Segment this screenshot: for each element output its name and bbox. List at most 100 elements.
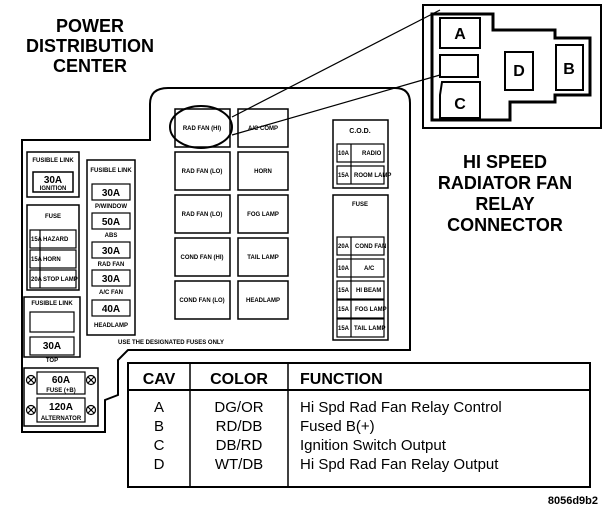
connector-title-line3: RELAY <box>475 194 535 214</box>
relay-box-5 <box>174 280 231 320</box>
fusible-link-1-fuse <box>32 171 74 193</box>
relay-box-7 <box>237 151 289 191</box>
fl-center-name-1: P/WINDOW <box>95 204 127 210</box>
fuse-left-name-1: HAZARD <box>43 237 69 243</box>
figure-id: 8056d9b2 <box>548 495 598 507</box>
fuse-left-name-2: HORN <box>43 257 61 263</box>
cod-header: C.O.D. <box>349 128 370 135</box>
highlight-circle <box>169 105 233 149</box>
table-color-2: RD/DB <box>216 418 263 435</box>
relay-box-8 <box>237 194 289 234</box>
relay-label-2: RAD FAN (LO) <box>182 169 223 175</box>
bottom-fuse-name-1: FUSE (+B) <box>46 388 76 394</box>
fuse-left-amp-1: 15A <box>31 237 43 243</box>
fuse-note: USE THE DESIGNATED FUSES ONLY <box>118 340 224 346</box>
cavity-c-label: C <box>454 96 466 113</box>
fuse-right-amp-4: 15A <box>338 307 350 313</box>
cod-name-2: ROOM LAMP <box>354 173 391 179</box>
table-cav-1: A <box>154 399 164 416</box>
bottom-fuse-box <box>23 367 99 427</box>
fl-center-name-3: RAD FAN <box>98 262 125 268</box>
relay-box-4 <box>174 237 231 277</box>
pdc-title-line3: CENTER <box>52 56 127 76</box>
table-color-3: DB/RD <box>216 437 263 454</box>
connector-title-line2: RADIATOR FAN <box>437 173 573 193</box>
fuse-right-name-3: HI BEAM <box>356 288 381 294</box>
fuse-right-amp-3: 15A <box>338 288 350 294</box>
cod-name-1: RADIO <box>362 151 382 157</box>
cavity-d-label: D <box>513 63 525 80</box>
fusible-link-2-amp: 30A <box>43 341 61 352</box>
cavity-b-label: B <box>563 61 575 78</box>
fuse-left-amp-3: 20A <box>31 277 43 283</box>
relay-label-9: TAIL LAMP <box>247 255 278 261</box>
pdc-title-line2: DISTRIBUTION <box>26 36 154 56</box>
fuse-block-right-header: FUSE <box>352 202 368 208</box>
cod-box <box>332 119 389 189</box>
relay-box-1 <box>174 108 231 148</box>
fusible-link-1-box <box>26 151 80 198</box>
table-function-1: Hi Spd Rad Fan Relay Control <box>300 399 502 416</box>
relay-box-6 <box>237 108 289 148</box>
table-cav-3: C <box>154 437 165 454</box>
connector-title: HI SPEED RADIATOR FAN RELAY CONNECTOR <box>420 152 590 236</box>
cavity-d <box>504 51 534 91</box>
table-cav-2: B <box>154 418 164 435</box>
table-header-cav: CAV <box>143 371 176 388</box>
relay-label-4: COND FAN (HI) <box>181 255 224 261</box>
pdc-title: POWER DISTRIBUTION CENTER <box>15 16 165 76</box>
pointer-line-1 <box>231 9 441 118</box>
fuse-right-name-1: COND FAN <box>355 244 386 250</box>
bottom-fuse-name-2: ALTERNATOR <box>41 416 82 422</box>
table-function-4: Hi Spd Rad Fan Relay Output <box>300 456 499 473</box>
fusible-link-2-fuse <box>29 336 75 356</box>
fusible-link-1-header: FUSIBLE LINK <box>32 158 74 164</box>
fl-center-name-4: A/C FAN <box>99 290 123 296</box>
fl-center-amp-3: 30A <box>102 246 120 257</box>
fl-center-amp-2: 50A <box>102 217 120 228</box>
relay-box-9 <box>237 237 289 277</box>
fl-center-name-2: ABS <box>105 233 118 239</box>
relay-label-10: HEADLAMP <box>246 298 280 304</box>
cod-amp-1: 10A <box>338 151 350 157</box>
fuse-left-row-1 <box>29 229 77 249</box>
table-frame <box>127 362 591 488</box>
bottom-fuse-amp-2: 120A <box>49 402 73 413</box>
bottom-fuse-amp-1: 60A <box>52 375 70 386</box>
fusible-link-2-name: TOP <box>46 358 58 364</box>
cavity-a-label: A <box>454 26 466 43</box>
relay-box-2 <box>174 151 231 191</box>
fuse-right-name-5: TAIL LAMP <box>354 326 385 332</box>
pdc-outline <box>21 87 411 433</box>
pointer-line-2 <box>231 74 441 136</box>
connector-title-line4: CONNECTOR <box>447 215 563 235</box>
fusible-link-2-slot <box>29 311 75 333</box>
fuse-left-row-3 <box>29 269 77 289</box>
fuse-right-name-2: A/C <box>364 266 375 272</box>
relay-label-8: FOG LAMP <box>247 212 279 218</box>
cavity-c <box>439 81 481 119</box>
connector-frame <box>422 4 602 129</box>
fuse-right-amp-5: 15A <box>338 326 350 332</box>
fl-center-amp-5: 40A <box>102 304 120 315</box>
fuse-left-amp-2: 15A <box>31 257 43 263</box>
fuse-block-left-header: FUSE <box>45 214 61 220</box>
connector-body <box>430 12 592 122</box>
fuse-right-name-4: FOG LAMP <box>355 307 387 313</box>
relay-label-7: HORN <box>254 169 272 175</box>
fuse-block-right-box <box>332 194 389 341</box>
fuse-right-amp-1: 20A <box>338 244 350 250</box>
relay-label-3: RAD FAN (LO) <box>182 212 223 218</box>
fuse-left-row-2 <box>29 249 77 269</box>
fuse-block-left-box <box>26 204 80 291</box>
fuse-right-amp-2: 10A <box>338 266 350 272</box>
cavity-b <box>555 44 584 91</box>
table-cav-4: D <box>154 456 165 473</box>
table-header-function: FUNCTION <box>300 371 383 388</box>
fl-center-amp-1: 30A <box>102 188 120 199</box>
fusible-link-center-header: FUSIBLE LINK <box>90 168 132 174</box>
table-function-2: Fused B(+) <box>300 418 375 435</box>
table-color-1: DG/OR <box>214 399 263 416</box>
fusible-link-center-box <box>86 159 136 336</box>
table-function-3: Ignition Switch Output <box>300 437 447 454</box>
